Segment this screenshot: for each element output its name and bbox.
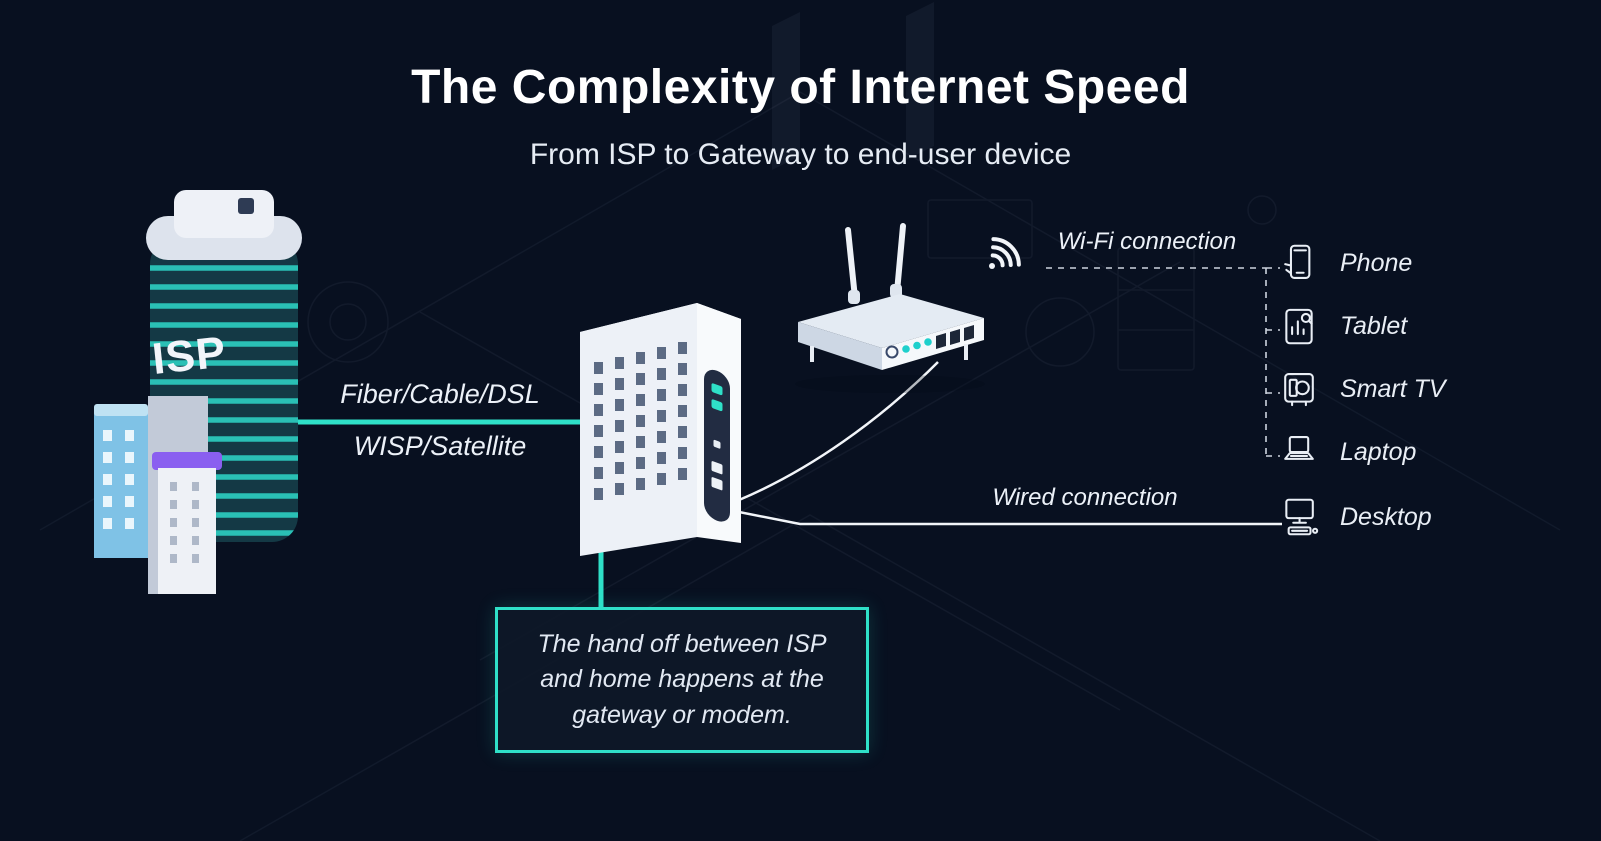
device-item-desktop: Desktop <box>1276 494 1432 540</box>
power-button-icon <box>885 345 899 359</box>
device-label: Smart TV <box>1340 374 1446 403</box>
fiber-cable-dsl-label: Fiber/Cable/DSL <box>340 379 540 409</box>
router-antenna <box>894 223 906 295</box>
modem-illustration <box>580 303 741 556</box>
wifi-connection-label: Wi-Fi connection <box>1057 228 1237 255</box>
router-led <box>924 338 932 346</box>
smart-tv-icon <box>1284 373 1314 407</box>
router-illustration <box>795 223 985 393</box>
modem-port <box>711 461 723 475</box>
modem-status-led <box>711 383 723 396</box>
city-buildings <box>94 396 222 594</box>
desktop-icon <box>1285 498 1319 536</box>
device-label: Tablet <box>1340 311 1408 340</box>
wired-connection-line <box>738 510 1282 526</box>
callout-box: The hand off between ISP and home happen… <box>495 607 869 753</box>
isp-building-illustration: ISP <box>94 190 302 594</box>
router-port <box>964 325 974 341</box>
modem-status-led <box>711 399 723 412</box>
tablet-icon <box>1285 308 1313 345</box>
page-subtitle: From ISP to Gateway to end-user device <box>529 138 1072 171</box>
router-led <box>913 341 921 350</box>
router-port <box>950 329 960 345</box>
modem-port <box>711 477 723 491</box>
wisp-satellite-label: WISP/Satellite <box>353 431 527 461</box>
device-label: Phone <box>1340 248 1413 277</box>
wifi-waves-icon <box>989 237 1021 269</box>
laptop-icon <box>1284 436 1314 460</box>
isp-label: ISP <box>150 327 229 383</box>
device-item-tablet: Tablet <box>1276 303 1407 349</box>
router-antenna <box>845 227 858 301</box>
router-port <box>936 333 946 349</box>
phone-icon <box>1284 244 1311 279</box>
wired-connection-label: Wired connection <box>992 484 1178 511</box>
device-item-smart-tv: Smart TV <box>1276 366 1446 412</box>
device-item-laptop: Laptop <box>1276 429 1416 475</box>
device-item-phone: Phone <box>1276 240 1412 286</box>
page-title: The Complexity of Internet Speed <box>411 61 1190 114</box>
router-led <box>902 345 910 353</box>
callout-text: The hand off between ISP and home happen… <box>537 629 827 729</box>
device-label: Desktop <box>1340 502 1432 531</box>
wifi-dashed-lines <box>1046 267 1280 457</box>
device-label: Laptop <box>1340 437 1417 466</box>
modem-to-router-cable <box>738 361 939 502</box>
